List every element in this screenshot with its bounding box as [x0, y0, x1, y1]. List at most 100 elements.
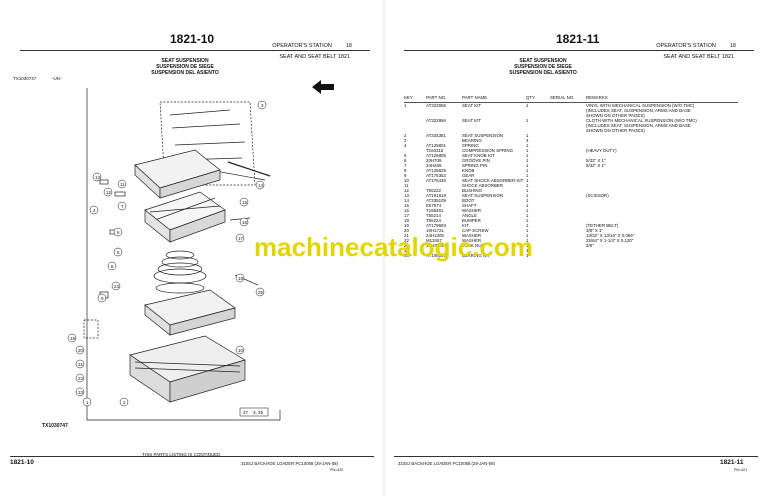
cell-part-name: BEARING KIT — [462, 253, 490, 258]
title-fr: SUSPENSION DE SIEGE — [514, 64, 572, 70]
cell-qty: 1 — [526, 148, 529, 153]
callout-2: 2 — [123, 400, 126, 405]
cell-remarks: CLOTH WITH MECHANICAL SUSPENSION (W/O TM… — [586, 118, 697, 123]
section-titles: SEAT SUSPENSION SUSPENSION DE SIEGE SUSP… — [508, 58, 578, 76]
cell-qty: 1 — [526, 248, 529, 253]
cell-part-name: WASHER — [462, 233, 482, 238]
cell-part-name: BUSHING — [462, 188, 483, 193]
cell-key: 12 — [404, 188, 409, 193]
cell-key: 7 — [404, 163, 407, 168]
cell-part-no: 14M7300 — [426, 243, 445, 248]
cell-qty: 1 — [526, 213, 529, 218]
cell-remarks: (INCLUDES SEAT, SUSPENSION, ARMS AND BAS… — [586, 108, 691, 113]
cell-serial-no — [550, 253, 586, 258]
cell-qty: 1 — [526, 183, 529, 188]
header-section-label: OPERATOR'S STATION — [272, 43, 332, 49]
cell-qty: 1 — [526, 158, 529, 163]
table-row: (INCLUDES SEAT, SUSPENSION, ARMS AND BAS… — [404, 108, 738, 113]
cell-part-name: SEAT KIT — [462, 103, 482, 108]
callout-27: 27 — [243, 410, 249, 415]
callout-21: 21 — [78, 362, 84, 367]
cell-part-name: CAP SCREW — [462, 228, 489, 233]
watermark: machinecatalogic.com — [254, 232, 533, 262]
arrow-left-icon — [312, 80, 334, 94]
cell-key: 20 — [404, 228, 409, 233]
cell-remarks: SHOWN ON OTHER PAGES) — [586, 113, 645, 118]
cell-key: 17 — [404, 213, 409, 218]
cell-qty: 1 — [526, 193, 529, 198]
cell-remarks: 3/8" X 1" — [586, 228, 604, 233]
cell-qty: 1 — [526, 243, 529, 248]
cell-part-name: SEAT SUSPENSION — [462, 133, 504, 138]
cell-qty: 1 — [526, 133, 529, 138]
cell-key: 10 — [404, 178, 409, 183]
cell-key: 4 — [404, 143, 407, 148]
cell-part-name: SEAT SHOCK ABSORBER KIT — [462, 178, 524, 183]
cell-part-no: AT125829 — [426, 168, 446, 173]
col-part-no: PART NO. — [426, 95, 462, 103]
cell-key: 18 — [404, 218, 409, 223]
callout-1: 1 — [86, 400, 89, 405]
cell-qty: 1 — [526, 203, 529, 208]
cell-key: 5 — [404, 153, 407, 158]
callout-5: 5 — [117, 250, 120, 255]
cell-part-name: WASHER — [462, 208, 482, 213]
cell-key: 22 — [404, 238, 409, 243]
cell-qty: 1 — [526, 208, 529, 213]
cell-remarks: (TETHER BELT) — [586, 223, 619, 228]
cell-key: 14 — [404, 198, 409, 203]
cell-qty: 1 — [526, 153, 529, 158]
cell-qty: 1 — [526, 223, 529, 228]
cell-remarks — [586, 253, 738, 258]
cell-part-no: AT125801 — [426, 143, 446, 148]
title-es: SUSPENSION DEL ASIENTO — [509, 70, 577, 76]
cell-qty: 1 — [526, 188, 529, 193]
header-rule — [404, 50, 754, 51]
footer-rule — [10, 456, 374, 457]
cell-qty: 1 — [526, 143, 529, 148]
footer-rule — [394, 456, 758, 457]
cell-qty: 4 — [526, 138, 529, 143]
callout-16: 16 — [242, 220, 248, 225]
cell-part-no: M13457 — [426, 238, 442, 243]
cell-part-name: SPRING PIN — [462, 163, 488, 168]
cell-key: 23 — [404, 243, 409, 248]
cell-key: 11 — [404, 183, 409, 188]
cell-key: 21 — [404, 233, 409, 238]
header-subsection: SEAT AND SEAT BELT 1821 — [279, 54, 350, 60]
cell-qty: 1 — [526, 173, 529, 178]
cell-key: 1 — [404, 103, 407, 108]
cell-qty: 1 — [526, 253, 529, 258]
cell-qty: 1 — [526, 163, 529, 168]
cell-qty: 1 — [526, 178, 529, 183]
table-row: SHOWN ON OTHER PAGES) — [404, 128, 738, 133]
cell-qty: 1 — [526, 103, 529, 108]
cell-qty: 1 — [526, 198, 529, 203]
page-gutter — [383, 0, 385, 497]
header-group-number: 18 — [345, 43, 352, 49]
cell-key: 16 — [404, 208, 409, 213]
cell-remarks: 5/32" X 1" — [586, 158, 606, 163]
cell-qty: 1 — [526, 118, 529, 123]
cell-part-no: AT175436 — [426, 178, 446, 183]
cell-part-no: 24H1305 — [426, 233, 444, 238]
page-number: 1821-10 — [170, 32, 215, 46]
cell-part-no: E67574 — [426, 203, 442, 208]
cell-part-no: T55224 — [426, 218, 441, 223]
